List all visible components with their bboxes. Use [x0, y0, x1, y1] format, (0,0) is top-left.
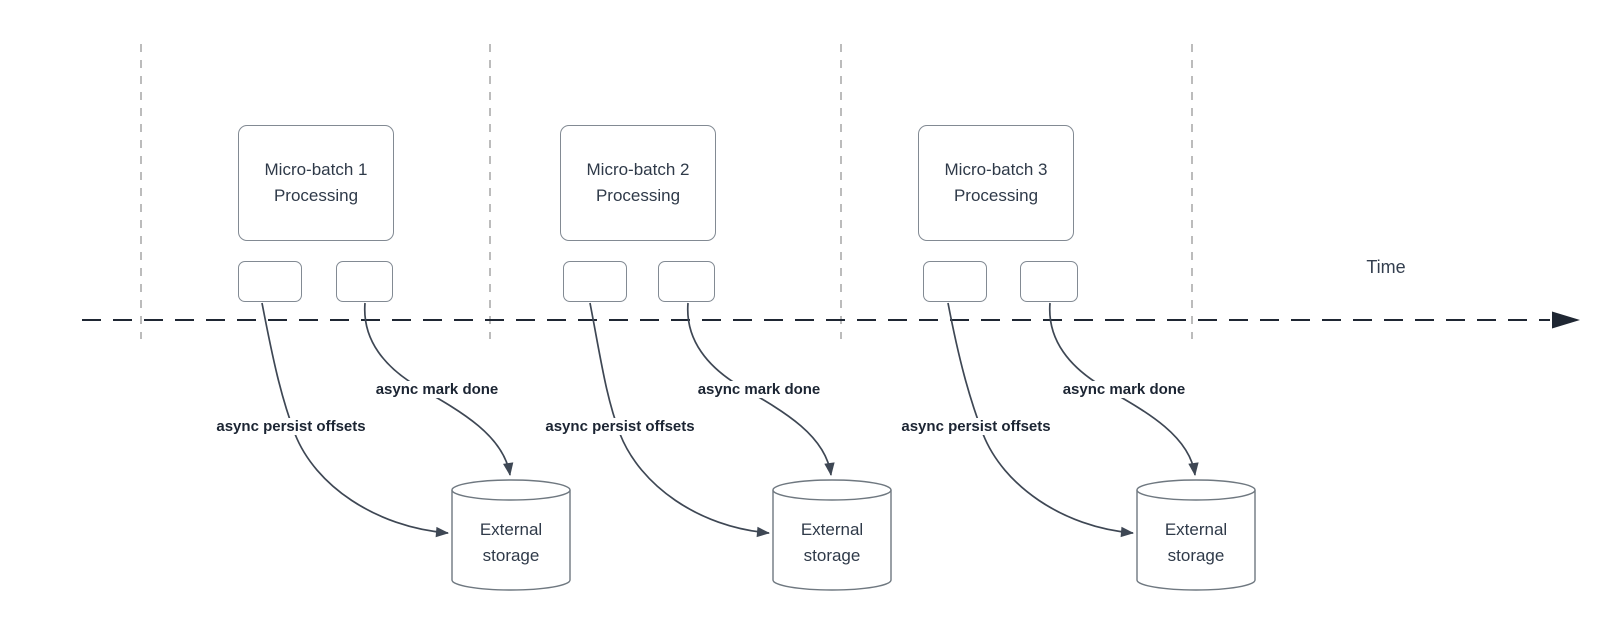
persist-offsets-arrow-1: [261, 302, 449, 538]
batch-3-done-task-box: [1020, 261, 1078, 302]
persist-offsets-arrow-2: [589, 302, 770, 538]
batch-1-persist-task-box: [238, 261, 302, 302]
process-box-label: Micro-batch 2 Processing: [586, 160, 690, 205]
batch-1-done-task-box: [336, 261, 393, 302]
persist-offsets-arrow-3: [947, 302, 1134, 538]
micro-batch-1-process-box: Micro-batch 1 Processing: [238, 125, 394, 241]
external-storage-label-3: External storage: [1164, 520, 1228, 565]
external-storage-cylinder-2: [772, 479, 892, 591]
persist-offsets-label-1: async persist offsets: [214, 418, 368, 435]
external-storage-cylinder-1: [451, 479, 571, 591]
micro-batch-3-process-box: Micro-batch 3 Processing: [918, 125, 1074, 241]
process-box-label: Micro-batch 1 Processing: [264, 160, 368, 205]
process-box-label: Micro-batch 3 Processing: [944, 160, 1048, 205]
external-storage-label-2: External storage: [800, 520, 864, 565]
batch-2-persist-task-box: [563, 261, 627, 302]
persist-offsets-label-3: async persist offsets: [899, 418, 1053, 435]
batch-2-done-task-box: [658, 261, 715, 302]
external-storage-label-1: External storage: [479, 520, 543, 565]
mark-done-label-2: async mark done: [695, 381, 823, 398]
persist-offsets-label-2: async persist offsets: [543, 418, 697, 435]
time-label: Time: [1366, 257, 1406, 277]
batch-3-persist-task-box: [923, 261, 987, 302]
mark-done-label-3: async mark done: [1060, 381, 1188, 398]
timeline-arrowhead: [1552, 311, 1580, 329]
micro-batch-2-process-box: Micro-batch 2 Processing: [560, 125, 716, 241]
external-storage-cylinder-3: [1136, 479, 1256, 591]
mark-done-label-1: async mark done: [373, 381, 501, 398]
